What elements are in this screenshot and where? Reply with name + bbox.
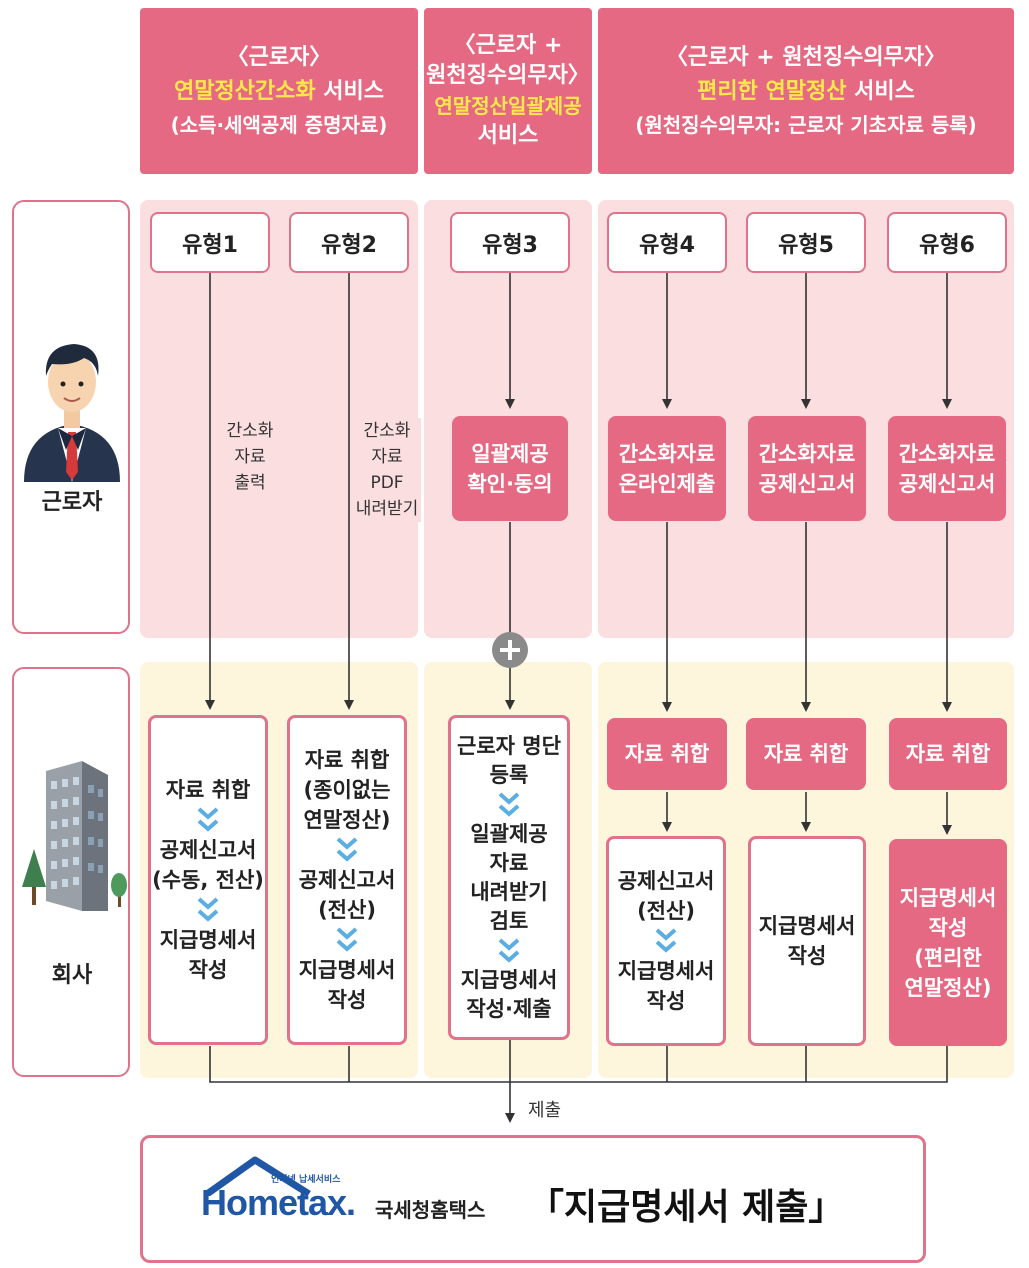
collect-box-type4: 자료 취합 [607,718,727,790]
header-col3-line3: (원천징수의무자: 근로자 기초자료 등록) [635,113,977,137]
type1-box: 유형1 [150,212,270,273]
footer-panel: 인터넷 납세서비스 Hometax. 국세청홈택스 「지급명세서 제출」 [140,1135,926,1263]
header-col2: 〈근로자 + 원천징수의무자〉 연말정산일괄제공 서비스 [424,8,592,174]
note-type1: 간소화 자료 출력 [214,418,286,496]
header-col2-line4: 서비스 [477,123,539,148]
chevron-down-icon [336,927,358,952]
submit-label: 제출 [528,1100,562,1121]
company-flow-type1: 자료 취합 공제신고서 (수동, 전산) 지급명세서 작성 [148,715,268,1045]
chevron-down-icon [197,807,219,832]
plus-icon [500,640,520,660]
header-col2-highlight: 연말정산일괄제공 [434,94,582,118]
worker-step-type4: 간소화자료 온라인제출 [608,416,726,521]
chevron-down-icon [498,938,520,963]
header-col3-line1: 〈근로자 + 원천징수의무자〉 [665,45,947,70]
worker-avatar-icon [24,344,120,482]
chevron-down-icon [498,792,520,817]
worker-step-type5: 간소화자료 공제신고서 [748,416,866,521]
worker-step-type3: 일괄제공 확인·동의 [452,416,568,521]
side-worker: 근로자 [12,200,130,634]
type6-box: 유형6 [887,212,1007,273]
side-worker-label: 근로자 [41,490,103,515]
note-type2: 간소화 자료 PDF 내려받기 [353,418,421,522]
company-flow-type2: 자료 취합 (종이없는 연말정산) 공제신고서 (전산) 지급명세서 작성 [287,715,407,1045]
hometax-name: 국세청홈택스 [375,1198,486,1222]
header-col3: 〈근로자 + 원천징수의무자〉 편리한 연말정산 서비스 (원천징수의무자: 근… [598,8,1014,174]
collect-box-type6: 자료 취합 [889,718,1007,790]
header-col2-line2: 원천징수의무자〉 [426,63,590,88]
type2-box: 유형2 [289,212,409,273]
chevron-down-icon [655,928,677,953]
header-col1-highlight: 연말정산간소화 [173,79,316,104]
company-flow-type3: 근로자 명단 등록 일괄제공 자료 내려받기 검토 지급명세서 작성·제출 [448,715,570,1040]
merge-line [209,1046,948,1083]
side-company-label: 회사 [51,963,93,988]
hometax-tagline: 인터넷 납세서비스 [271,1175,341,1185]
chevron-down-icon [197,897,219,922]
collect-box-type5: 자료 취합 [746,718,866,790]
hometax-logo: Hometax. [201,1182,356,1223]
worker-step-type6: 간소화자료 공제신고서 [888,416,1006,521]
header-col3-highlight: 편리한 연말정산 [697,79,847,104]
header-col3-service: 서비스 [846,79,915,104]
chevron-down-icon [336,837,358,862]
company-flow-type6: 지급명세서 작성 (편리한 연말정산) [889,839,1007,1046]
building-icon [22,761,127,911]
side-company: 회사 [12,667,130,1077]
header-col2-line1: 〈근로자 + [453,33,563,58]
header-col1: 〈근로자〉 연말정산간소화 서비스 (소득·세액공제 증명자료) [140,8,418,174]
footer-title: 「지급명세서 제출」 [528,1187,845,1228]
type4-box: 유형4 [607,212,727,273]
type5-box: 유형5 [746,212,866,273]
type3-box: 유형3 [450,212,570,273]
header-col1-line1: 〈근로자〉 [226,45,332,70]
header-col1-service: 서비스 [315,79,385,104]
header-col1-line3: (소득·세액공제 증명자료) [170,113,388,137]
hometax-roof-icon [204,1156,311,1196]
company-flow-type5: 지급명세서 작성 [748,836,866,1046]
company-flow-type4: 공제신고서 (전산) 지급명세서 작성 [606,836,726,1046]
